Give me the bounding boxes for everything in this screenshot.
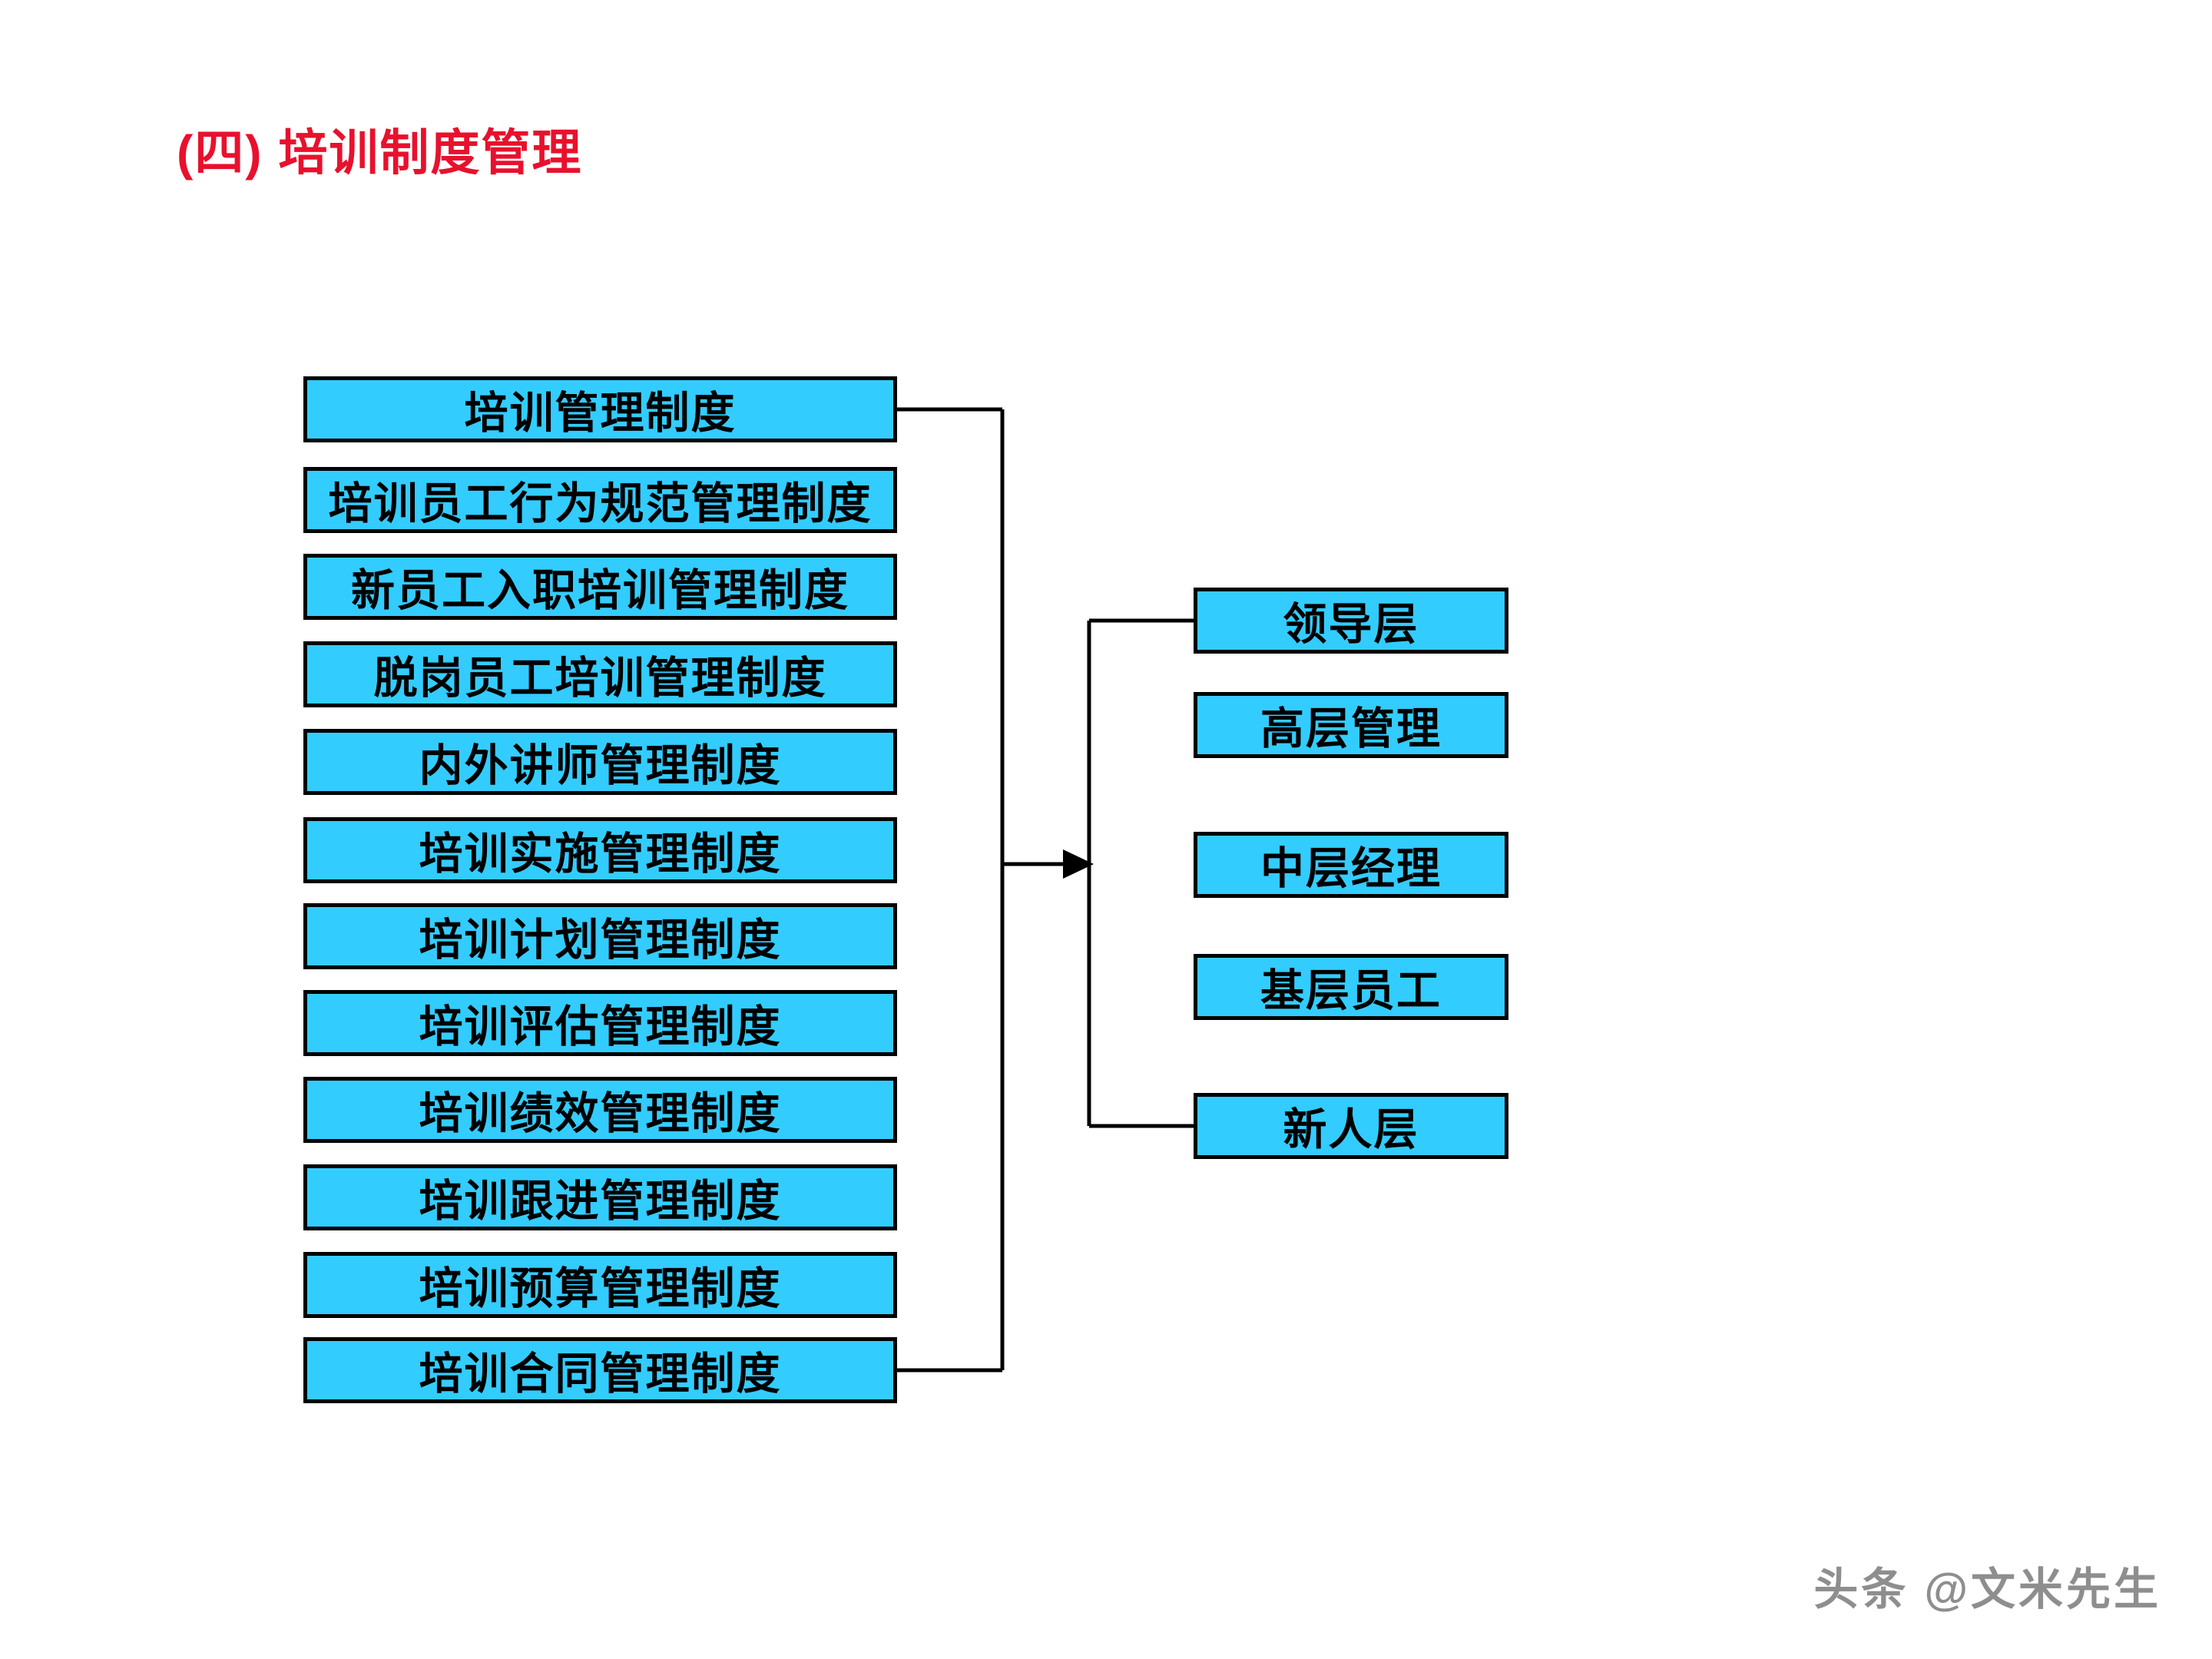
policy-box: 培训绩效管理制度 bbox=[303, 1077, 897, 1143]
policy-box: 培训员工行为规范管理制度 bbox=[303, 467, 897, 533]
flow-arrow-head bbox=[1063, 849, 1094, 879]
level-box: 基层员工 bbox=[1194, 954, 1508, 1020]
policy-box: 培训预算管理制度 bbox=[303, 1252, 897, 1318]
policy-box: 脱岗员工培训管理制度 bbox=[303, 641, 897, 707]
policy-box: 新员工入职培训管理制度 bbox=[303, 554, 897, 620]
policy-box: 培训跟进管理制度 bbox=[303, 1164, 897, 1230]
policy-box: 培训计划管理制度 bbox=[303, 903, 897, 969]
level-box: 领导层 bbox=[1194, 588, 1508, 654]
level-box: 高层管理 bbox=[1194, 692, 1508, 758]
page-title: (四) 培训制度管理 bbox=[177, 125, 583, 180]
policy-box: 内外讲师管理制度 bbox=[303, 729, 897, 795]
policy-box: 培训管理制度 bbox=[303, 376, 897, 442]
policy-box: 培训评估管理制度 bbox=[303, 990, 897, 1056]
policy-box: 培训实施管理制度 bbox=[303, 817, 897, 883]
level-box: 中层经理 bbox=[1194, 832, 1508, 898]
watermark: 头条 @文米先生 bbox=[1813, 1565, 2161, 1614]
level-box: 新人层 bbox=[1194, 1093, 1508, 1159]
policy-box: 培训合同管理制度 bbox=[303, 1337, 897, 1403]
